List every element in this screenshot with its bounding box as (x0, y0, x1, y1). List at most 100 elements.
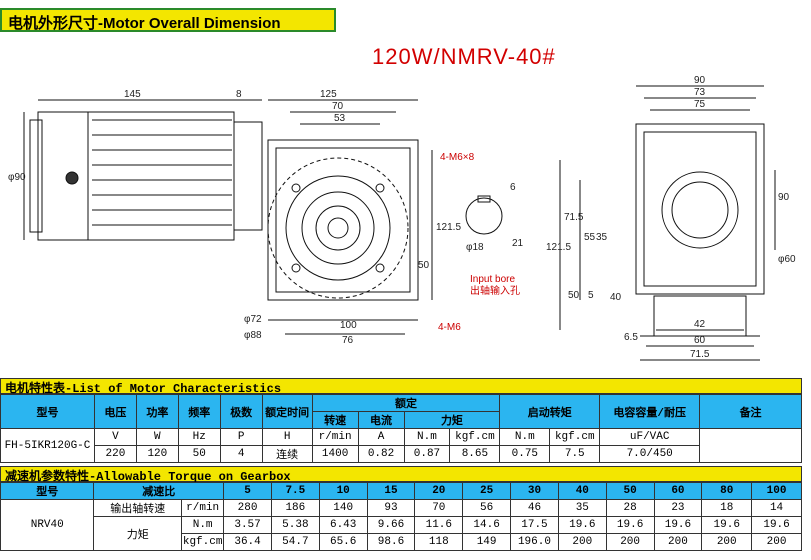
motor-h-volt: 电压 (93, 394, 137, 429)
dim-m6x8: 4-M6×8 (440, 152, 475, 163)
ratio-cell: 7.5 (270, 482, 320, 500)
motor-section-bar: 电机特性表-List of Motor Characteristics (0, 378, 802, 396)
nm-unit: N.m (181, 516, 225, 534)
gearbox-front (267, 139, 419, 301)
motor-h-current: 电流 (357, 411, 405, 429)
unit-p: P (219, 428, 263, 446)
motor-table: 型号 电压 功率 频率 极数 额定时间 额定 启动转矩 电容容量/耐压 备注 转… (0, 394, 802, 463)
speed-cell: 35 (557, 499, 607, 517)
dim-r90: 90 (694, 75, 706, 86)
nm-cell: 19.6 (605, 516, 655, 534)
unit-hz: Hz (177, 428, 221, 446)
speed-cell: 46 (510, 499, 559, 517)
note-cell (699, 428, 802, 463)
kgf-cell: 196.0 (510, 533, 559, 551)
motor-unit-row: FH-5IKR120G-C V W Hz P H r/min A N.m kgf… (0, 428, 802, 463)
motor-header-row-1: 型号 电压 功率 频率 极数 额定时间 额定 启动转矩 电容容量/耐压 备注 (0, 394, 802, 429)
val-speed: 1400 (311, 445, 359, 463)
motor-h-start: 启动转矩 (499, 394, 601, 429)
unit-w: W (135, 428, 179, 446)
val-poles: 4 (219, 445, 263, 463)
ratio-cell: 50 (605, 482, 655, 500)
dim-76: 76 (342, 335, 354, 346)
motor-h-power: 功率 (135, 394, 179, 429)
speed-unit: r/min (181, 499, 225, 517)
dim-70: 70 (332, 101, 344, 112)
motor-h-model: 型号 (0, 394, 95, 429)
torque-label: 力矩 (93, 516, 183, 551)
ratio-cell: 60 (653, 482, 703, 500)
page-title: 电机外形尺寸-Motor Overall Dimension (8, 15, 281, 32)
motor-h-rated: 额定 (311, 394, 501, 412)
dim-r40: 40 (610, 292, 622, 303)
ratio-cell: 20 (414, 482, 464, 500)
speed-cell: 93 (366, 499, 416, 517)
dim-100: 100 (340, 320, 357, 331)
dim-125: 125 (320, 89, 337, 100)
nm-cell: 14.6 (462, 516, 512, 534)
ratio-cell: 5 (223, 482, 272, 500)
gear-h-ratio: 减速比 (93, 482, 225, 500)
motor-h-speed: 转速 (311, 411, 359, 429)
nm-cell: 17.5 (510, 516, 559, 534)
motor-h-note: 备注 (699, 394, 802, 429)
val-kgf: 8.65 (449, 445, 501, 463)
unit-a: A (357, 428, 405, 446)
speed-cell: 280 (223, 499, 272, 517)
nm-cell: 9.66 (366, 516, 416, 534)
speed-cell: 56 (462, 499, 512, 517)
val-nm: 0.87 (403, 445, 451, 463)
gear-kgf-row: kgf.cm 36.4 54.7 65.6 98.6 118 149 196.0… (1, 533, 802, 551)
dim-53: 53 (334, 113, 346, 124)
unit-nm: N.m (403, 428, 451, 446)
nm-cell: 6.43 (318, 516, 368, 534)
ratio-cell: 40 (557, 482, 607, 500)
dim-r90v: 90 (778, 192, 790, 203)
dim-phi90: φ90 (8, 172, 26, 183)
kgf-cell: 98.6 (366, 533, 416, 551)
dim-r42: 42 (694, 319, 706, 330)
dimension-drawing: 145 8 125 70 53 φ90 4-M6×8 121.5 50 φ72 … (8, 75, 796, 361)
unit-v: V (93, 428, 137, 446)
val-time: 连续 (261, 445, 313, 463)
model-title: 120W/NMRV-40# (372, 44, 556, 69)
motor-h-freq: 频率 (177, 394, 221, 429)
unit-uf: uF/VAC (599, 428, 701, 446)
dim-6: 6 (510, 182, 516, 193)
dim-r5: 5 (588, 290, 594, 301)
ratio-cell: 25 (462, 482, 512, 500)
dim-r35: 35 (596, 232, 608, 243)
gear-speed-row: NRV40 输出轴转速 r/min 280 186 140 93 70 56 4… (0, 499, 802, 551)
val-power: 120 (135, 445, 179, 463)
motor-name: FH-5IKR120G-C (0, 428, 95, 463)
dim-phi72: φ72 (244, 314, 262, 325)
ratio-cell: 30 (510, 482, 559, 500)
nm-cell: 19.6 (701, 516, 753, 534)
kgf-cell: 149 (462, 533, 512, 551)
dim-145: 145 (124, 89, 141, 100)
speed-cell: 23 (653, 499, 703, 517)
dim-m6: 4-M6 (438, 322, 461, 333)
dim-r55: 55 (584, 232, 596, 243)
motor-section-title: 电机特性表-List of Motor Characteristics (5, 382, 282, 396)
val-skgf: 7.5 (549, 445, 601, 463)
speed-label: 输出轴转速 (93, 499, 183, 517)
kgf-cell: 118 (414, 533, 464, 551)
motor-h-time: 额定时间 (261, 394, 313, 429)
speed-cell: 14 (751, 499, 802, 517)
val-volt: 220 (93, 445, 137, 463)
dim-phi18: φ18 (466, 242, 484, 253)
header-bar: 电机外形尺寸-Motor Overall Dimension (0, 8, 336, 32)
gear-table: 型号 减速比 5 7.5 10 15 20 25 30 40 50 60 80 … (0, 482, 802, 551)
val-snm: 0.75 (499, 445, 551, 463)
unit-rmin: r/min (311, 428, 359, 446)
speed-cell: 140 (318, 499, 368, 517)
dim-21: 21 (512, 238, 524, 249)
dim-r73: 73 (694, 87, 706, 98)
speed-cell: 70 (414, 499, 464, 517)
kgf-cell: 200 (605, 533, 655, 551)
nm-cell: 3.57 (223, 516, 272, 534)
val-cap: 7.0/450 (599, 445, 701, 463)
nm-cell: 11.6 (414, 516, 464, 534)
motor-value-row: 220 120 50 4 连续 1400 0.82 0.87 8.65 0.75… (1, 445, 802, 463)
